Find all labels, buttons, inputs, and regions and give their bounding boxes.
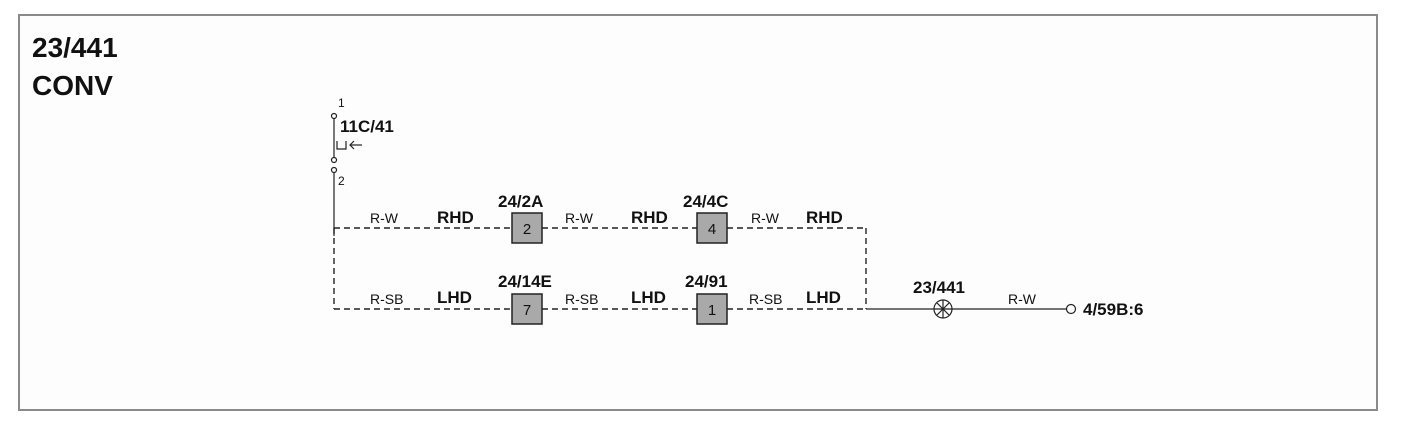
lhd-wire-1-color: R-SB bbox=[370, 291, 403, 307]
lhd-wire-1-region: LHD bbox=[437, 288, 472, 307]
switch-contact-symbol bbox=[336, 141, 347, 150]
lamp-label: 23/441 bbox=[913, 278, 965, 297]
lhd-connector-2-pin: 1 bbox=[708, 302, 716, 319]
rhd-wire-2-color: R-W bbox=[565, 210, 594, 226]
rhd-wire-3-color: R-W bbox=[751, 210, 780, 226]
rhd-connector-1-pin: 2 bbox=[523, 221, 531, 238]
terminal-icon bbox=[1065, 303, 1077, 315]
rhd-connector-1 bbox=[511, 212, 543, 244]
lhd-connector-1-label: 24/14E bbox=[498, 272, 552, 291]
lhd-connector-2-label: 24/91 bbox=[685, 272, 728, 291]
rhd-connector-1-label: 24/2A bbox=[498, 192, 543, 211]
diagram-title: 23/441 bbox=[32, 32, 118, 63]
terminal-label: 4/59B:6 bbox=[1083, 300, 1143, 319]
rhd-wire-2-region: RHD bbox=[631, 208, 668, 227]
switch-pin-mid-dot bbox=[330, 156, 338, 164]
lhd-row: R-SB LHD 24/14E 7 R-SB LHD 24/91 1 R-SB … bbox=[334, 272, 866, 325]
switch-pin-top-dot bbox=[330, 112, 338, 120]
rhd-row: R-W RHD 24/2A 2 R-W RHD 24/4C 4 R-W RHD bbox=[334, 192, 867, 309]
diagram-subtitle: CONV bbox=[32, 70, 113, 101]
rhd-connector-2 bbox=[696, 212, 728, 244]
switch-pin-top-label: 1 bbox=[338, 96, 345, 110]
switch-11c-41: 1 2 11C/41 bbox=[330, 96, 394, 188]
output-wire-color: R-W bbox=[1008, 291, 1037, 307]
lhd-wire-3-color: R-SB bbox=[749, 291, 782, 307]
lhd-connector-2 bbox=[696, 293, 728, 325]
rhd-connector-2-pin: 4 bbox=[708, 221, 716, 238]
rhd-wire-1-region: RHD bbox=[437, 208, 474, 227]
lhd-wire-2-color: R-SB bbox=[565, 291, 598, 307]
rhd-wire-1-color: R-W bbox=[370, 210, 399, 226]
lamp-circuit: 23/441 R-W 4/59B:6 bbox=[866, 278, 1143, 319]
lhd-connector-1-pin: 7 bbox=[523, 302, 531, 319]
lhd-wire-2-region: LHD bbox=[631, 288, 666, 307]
lhd-wire-3-region: LHD bbox=[806, 288, 841, 307]
rhd-connector-2-label: 24/4C bbox=[683, 192, 728, 211]
switch-arrow-icon bbox=[349, 140, 355, 150]
switch-label: 11C/41 bbox=[340, 117, 394, 136]
rhd-wire-3-region: RHD bbox=[806, 208, 843, 227]
switch-pin-bottom-dot bbox=[330, 166, 338, 174]
lhd-connector-1 bbox=[511, 293, 543, 325]
switch-pin-bottom-label: 2 bbox=[338, 174, 345, 188]
